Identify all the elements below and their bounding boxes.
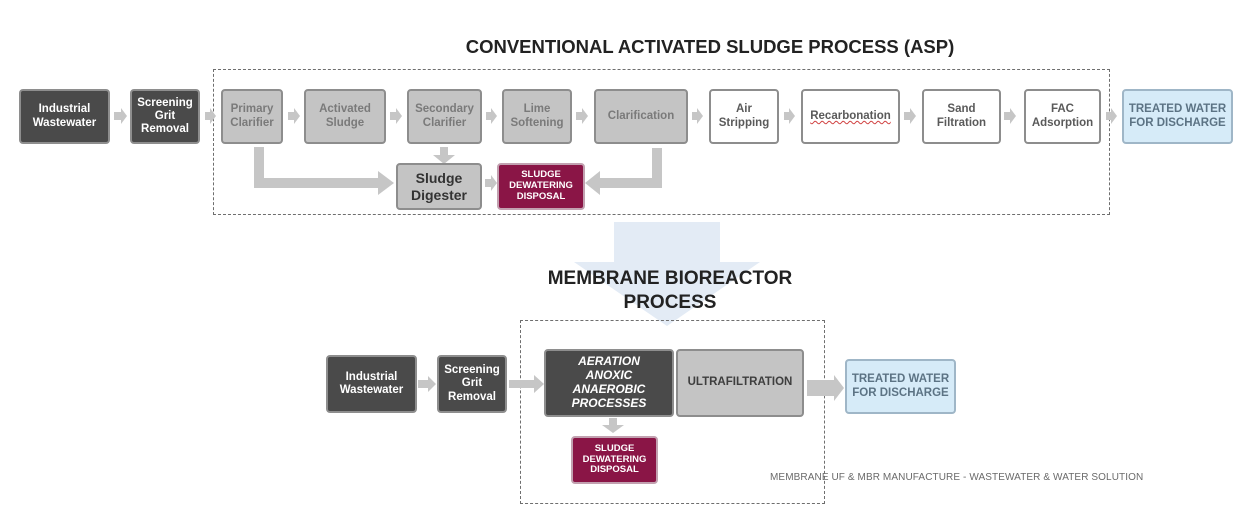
asp-sand-filtration-box: Sand Filtration (922, 89, 1001, 144)
asp-process-frame (213, 69, 1110, 215)
mbr-treated-water-box: TREATED WATER FOR DISCHARGE (845, 359, 956, 414)
asp-recarbonation-box: Recarbonation (801, 89, 900, 144)
asp-activated-sludge-box: Activated Sludge (304, 89, 386, 144)
asp-sludge-digester-box: Sludge Digester (396, 163, 482, 210)
asp-secondary-clarifier-box: Secondary Clarifier (407, 89, 482, 144)
mbr-sludge-dewatering-box: SLUDGE DEWATERING DISPOSAL (571, 436, 658, 484)
asp-primary-clarifier-box: Primary Clarifier (221, 89, 283, 144)
mbr-ultrafiltration-box: ULTRAFILTRATION (676, 349, 804, 417)
asp-fac-adsorption-box: FAC Adsorption (1024, 89, 1101, 144)
footer-caption: MEMBRANE UF & MBR MANUFACTURE - WASTEWAT… (770, 472, 1144, 483)
mbr-aeration-processes-box: AERATION ANOXIC ANAEROBIC PROCESSES (544, 349, 674, 417)
mbr-title: MEMBRANE BIOREACTOR PROCESS (547, 268, 793, 313)
mbr-industrial-wastewater-box: Industrial Wastewater (326, 355, 417, 413)
asp-treated-water-box: TREATED WATER FOR DISCHARGE (1122, 89, 1233, 144)
asp-title: CONVENTIONAL ACTIVATED SLUDGE PROCESS (A… (465, 36, 955, 57)
mbr-process-frame (520, 320, 825, 504)
asp-clarification-box: Clarification (594, 89, 688, 144)
asp-sludge-dewatering-box: SLUDGE DEWATERING DISPOSAL (497, 163, 585, 210)
mbr-screening-grit-removal-box: Screening Grit Removal (437, 355, 507, 413)
asp-lime-softening-box: Lime Softening (502, 89, 572, 144)
asp-screening-grit-removal-box: Screening Grit Removal (130, 89, 200, 144)
asp-air-stripping-box: Air Stripping (709, 89, 779, 144)
asp-industrial-wastewater-box: Industrial Wastewater (19, 89, 110, 144)
